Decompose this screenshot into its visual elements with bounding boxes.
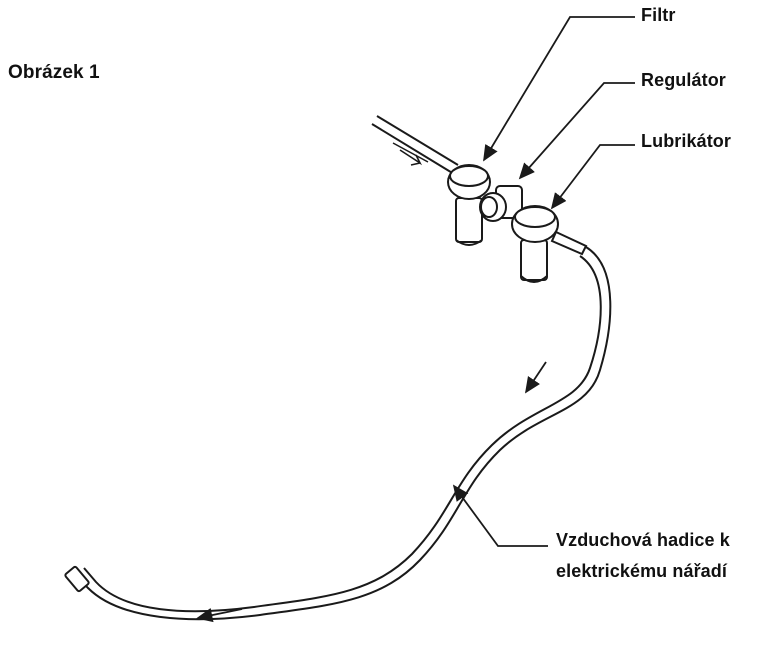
leader-lines [452,16,635,547]
regulator-label: Regulátor [641,70,726,90]
outlet-fitting [550,230,588,256]
filter-unit [447,164,491,246]
hose-end-fitting [64,565,90,593]
filter-label: Filtr [641,5,676,25]
hose-leader-line [452,484,548,547]
lubricator-label: Lubrikátor [641,131,732,151]
lubricator-unit [511,205,559,283]
air-hose-label-line2: elektrickému nářadí [556,561,727,581]
filter-leader-line [483,16,635,162]
air-hose-label: Vzduchová hadice k elektrickému nářadí [556,525,730,587]
regulator-unit [479,185,523,222]
regulator-leader-line [518,82,635,180]
flow-arrows [196,361,547,623]
air-hose [75,246,612,621]
lubricator-leader-line [550,144,635,210]
supply-pipe [371,115,459,175]
figure-title: Obrázek 1 [8,62,100,83]
air-hose-label-line1: Vzduchová hadice k [556,530,730,550]
